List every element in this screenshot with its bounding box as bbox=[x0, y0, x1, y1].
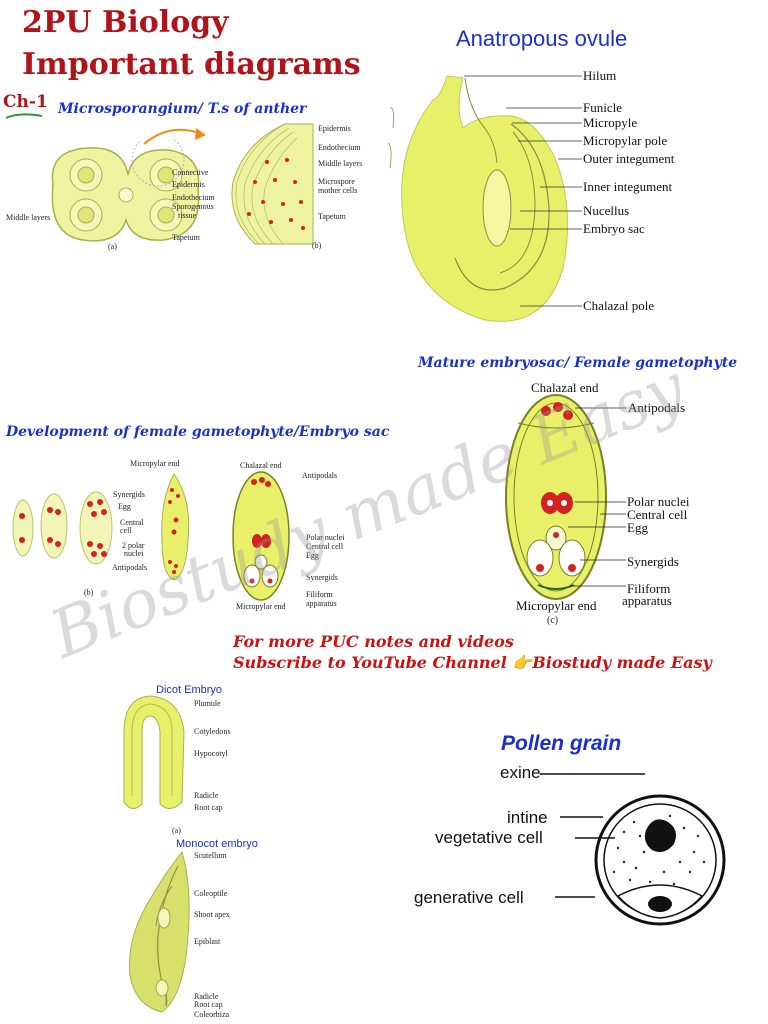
label-2-polar: 2 polar bbox=[122, 541, 145, 550]
label-nucellus: Nucellus bbox=[583, 203, 630, 218]
label-cotyledons: Cotyledons bbox=[194, 727, 231, 736]
label-coleorhiza: Coleorhiza bbox=[194, 1010, 230, 1019]
label-egg: Egg bbox=[627, 520, 648, 535]
label-intine: intine bbox=[507, 808, 548, 827]
label-chalazal-end: Chalazal end bbox=[531, 380, 599, 395]
label-filiform-dev: Filiform bbox=[306, 590, 333, 599]
label-polar-nuclei-dev: Polar nuclei bbox=[306, 533, 345, 542]
microsporangium-cells-diagram bbox=[231, 123, 314, 245]
label-generative-cell: generative cell bbox=[414, 888, 524, 907]
label-apparatus-dev: apparatus bbox=[306, 599, 337, 608]
label-radicle-monocot: Radicle bbox=[194, 992, 219, 1001]
label-synergids-dev: Synergids bbox=[113, 490, 145, 499]
label-central-cell: Central cell bbox=[627, 507, 688, 522]
label-hypocotyl: Hypocotyl bbox=[194, 749, 228, 758]
embryosac-leader-lines bbox=[568, 407, 626, 587]
label-microspore: Microspore bbox=[318, 177, 355, 186]
chapter-label: Ch-1 bbox=[3, 92, 48, 112]
label-inner-integument: Inner integument bbox=[583, 179, 673, 194]
label-tapetum-a: Tapetum bbox=[172, 233, 200, 242]
page-title-line2: Important diagrams bbox=[22, 47, 361, 82]
label-root-cap-monocot: Root cap bbox=[194, 1000, 223, 1009]
label-central-cell-dev: Central cell bbox=[306, 542, 344, 551]
label-shoot-apex: Shoot apex bbox=[194, 910, 230, 919]
label-epidermis-a: Epidermis bbox=[172, 180, 205, 189]
fig-label-c: (c) bbox=[547, 615, 559, 626]
mature-embryosac-heading: Mature embryosac/ Female gametophyte bbox=[418, 355, 738, 371]
label-tapetum-b: Tapetum bbox=[318, 212, 346, 221]
label-egg-dev-r: Egg bbox=[306, 551, 319, 560]
microsporangium-heading: Microsporangium/ T.s of anther bbox=[58, 101, 307, 117]
label-outer-integument: Outer integument bbox=[583, 151, 675, 166]
label-radicle-dicot: Radicle bbox=[194, 791, 219, 800]
label-embryo-sac: Embryo sac bbox=[583, 221, 645, 236]
developing-embryosac-diagram bbox=[161, 473, 190, 581]
pollen-grain-diagram bbox=[594, 794, 726, 926]
fig-label-b-dev: (b) bbox=[84, 588, 94, 597]
label-coleoptile: Coleoptile bbox=[194, 889, 228, 898]
label-hilum: Hilum bbox=[583, 68, 617, 83]
label-nuclei: nuclei bbox=[124, 549, 144, 558]
development-stages-diagram bbox=[12, 491, 113, 565]
label-micropylar-end-bottom: Micropylar end bbox=[236, 602, 286, 611]
label-tissue: tissue bbox=[178, 211, 197, 220]
page-title-line1: 2PU Biology bbox=[22, 5, 229, 40]
label-plumule: Plumule bbox=[194, 699, 221, 708]
label-antipodals-dev: Antipodals bbox=[112, 563, 148, 572]
fig-label-b: (b) bbox=[312, 241, 322, 250]
label-central: Central bbox=[120, 518, 144, 527]
label-middle-layers-b: Middle layers bbox=[318, 159, 363, 168]
label-chalazal-pole: Chalazal pole bbox=[583, 298, 655, 313]
label-egg-dev: Egg bbox=[118, 502, 131, 511]
monocot-heading: Monocot embryo bbox=[176, 838, 258, 850]
promo-line1: For more PUC notes and videos bbox=[233, 632, 514, 651]
label-cell: cell bbox=[120, 526, 132, 535]
label-chalazal-end-dev: Chalazal end bbox=[240, 461, 282, 470]
dicot-embryo-diagram bbox=[123, 695, 185, 809]
monocot-embryo-diagram bbox=[129, 850, 190, 1013]
label-polar-nuclei: Polar nuclei bbox=[627, 494, 690, 509]
label-exine: exine bbox=[500, 763, 541, 782]
label-apparatus: apparatus bbox=[622, 593, 672, 608]
label-root-cap-dicot: Root cap bbox=[194, 803, 223, 812]
development-heading: Development of female gametophyte/Embryo… bbox=[6, 424, 390, 440]
promo-line2: Subscribe to YouTube Channel 👉Biostudy m… bbox=[233, 653, 712, 672]
label-antipodals: Antipodals bbox=[628, 400, 686, 415]
label-synergids: Synergids bbox=[627, 554, 679, 569]
label-filiform: Filiform bbox=[627, 581, 671, 596]
fig-label-dicot: (a) bbox=[172, 826, 181, 835]
ovule-heading: Anatropous ovule bbox=[456, 26, 628, 51]
label-micropyle: Micropyle bbox=[583, 115, 638, 130]
zoom-arrow bbox=[143, 128, 206, 145]
label-micropylar-end-top: Micropylar end bbox=[130, 459, 180, 468]
label-micropylar-end: Micropylar end bbox=[516, 598, 597, 613]
ovule-leader-lines bbox=[464, 75, 582, 307]
label-synergids-dev-r: Synergids bbox=[306, 573, 338, 582]
label-connective: Connective bbox=[172, 168, 209, 177]
anatropous-ovule-diagram bbox=[387, 75, 568, 322]
label-mother-cells: mother cells bbox=[318, 186, 358, 195]
label-epidermis-b: Epidermis bbox=[318, 124, 351, 133]
fig-label-a: (a) bbox=[108, 242, 117, 251]
label-middle-layers-a: Middle layers bbox=[6, 213, 51, 222]
pollen-leader-lines bbox=[540, 773, 645, 898]
label-scutellum: Scutellum bbox=[194, 851, 227, 860]
label-funicle: Funicle bbox=[583, 100, 622, 115]
label-antipodals-dev-r: Antipodals bbox=[302, 471, 338, 480]
label-endothecium-b: Endothecium bbox=[318, 143, 361, 152]
label-endothecium-a: Endothecium bbox=[172, 193, 215, 202]
label-vegetative-cell: vegetative cell bbox=[435, 828, 543, 847]
dicot-heading: Dicot Embryo bbox=[156, 684, 223, 696]
label-micropylar-pole: Micropylar pole bbox=[583, 133, 668, 148]
pollen-heading: Pollen grain bbox=[501, 732, 622, 755]
chapter-underline bbox=[5, 113, 43, 119]
mature-embryosac-diagram bbox=[505, 394, 607, 600]
anther-ts-diagram bbox=[51, 140, 200, 242]
label-sporogenous: Sporogenous bbox=[172, 202, 214, 211]
embryosac-small-diagram bbox=[232, 471, 290, 601]
label-epiblast: Epiblast bbox=[194, 937, 221, 946]
